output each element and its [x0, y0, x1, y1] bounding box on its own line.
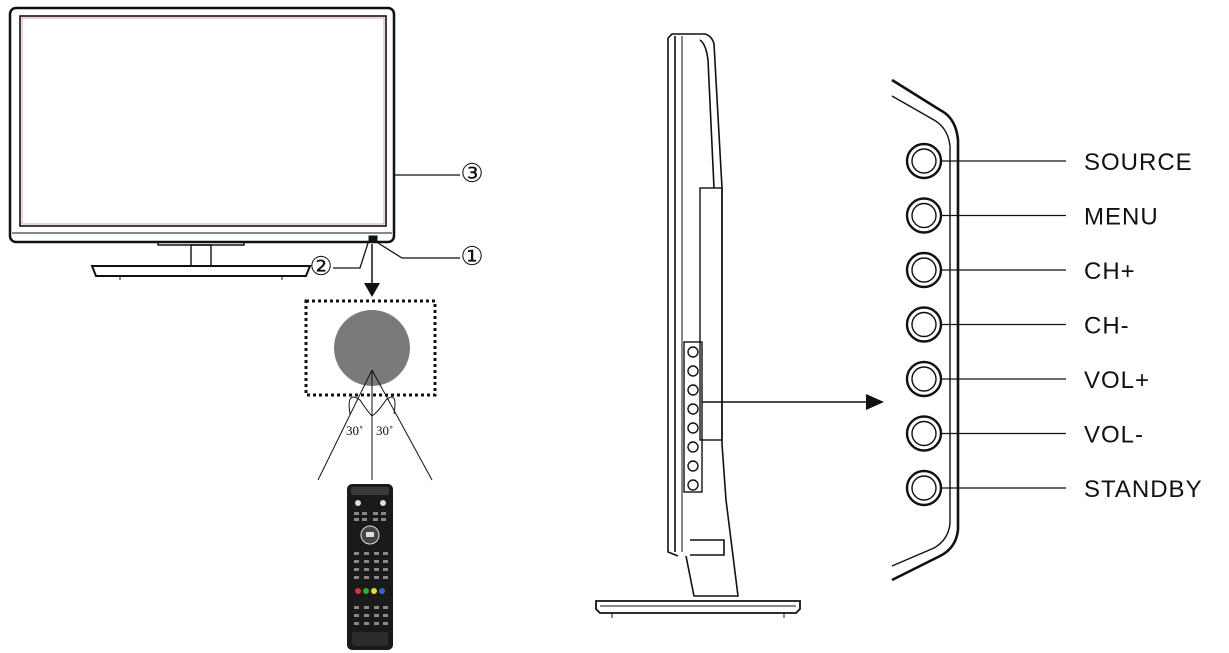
ir-sensor	[368, 235, 378, 243]
panel-button-label: VOL-	[1084, 422, 1144, 449]
panel-button-face	[911, 148, 937, 174]
panel-arrow	[702, 394, 884, 410]
panel-button-vol-minus: VOL-	[905, 415, 1144, 452]
side-buttons	[687, 346, 699, 491]
panel-button-menu: MENU	[905, 197, 1159, 234]
sensor-zoom-box	[304, 299, 437, 397]
tv-bezel	[8, 6, 396, 244]
zoom-arrow	[364, 244, 380, 297]
panel-button-face	[911, 420, 937, 447]
panel-button-label: VOL+	[1084, 367, 1150, 394]
panel-buttons: SOURCE MENU CH+ CH- VOL+ VOL- STANDBY	[905, 142, 1203, 507]
panel-button-face	[911, 311, 937, 338]
callout-2-label: ②	[309, 252, 332, 281]
tv-side-view	[595, 33, 801, 618]
panel-button-label: MENU	[1084, 204, 1159, 231]
panel-button-standby: STANDBY	[905, 469, 1203, 507]
tv-stand-base	[90, 265, 312, 277]
panel-button-face	[911, 202, 937, 229]
panel-button-face	[911, 475, 937, 501]
panel-button-vol-plus: VOL+	[905, 360, 1150, 398]
panel-button-label: CH+	[1084, 258, 1136, 285]
tv-front-view	[8, 6, 396, 280]
tv-screen	[19, 15, 387, 227]
panel-button-label: SOURCE	[1084, 149, 1193, 176]
side-button-strip	[683, 341, 703, 493]
remote-control	[347, 484, 393, 650]
panel-button-source: SOURCE	[905, 142, 1193, 180]
callout-3-label: ③	[460, 159, 483, 188]
reception-angle	[317, 369, 433, 481]
panel-button-face	[911, 366, 937, 392]
angle-right-label: 30˚	[376, 423, 393, 438]
callout-3: ③	[460, 159, 483, 188]
panel-button-ch-minus: CH-	[905, 306, 1130, 343]
angle-left-label: 30˚	[346, 423, 363, 438]
panel-button-label: STANDBY	[1084, 476, 1203, 503]
sensor-window	[334, 310, 410, 386]
panel-button-label: CH-	[1084, 313, 1130, 340]
callout-1: ①	[460, 242, 483, 271]
callout-1-label: ①	[460, 242, 483, 271]
panel-button-face	[911, 257, 937, 283]
panel-button-ch-plus: CH+	[905, 251, 1136, 289]
control-panel-detail	[891, 78, 960, 582]
callout-2: ②	[309, 252, 332, 281]
side-stand-base	[595, 600, 801, 614]
